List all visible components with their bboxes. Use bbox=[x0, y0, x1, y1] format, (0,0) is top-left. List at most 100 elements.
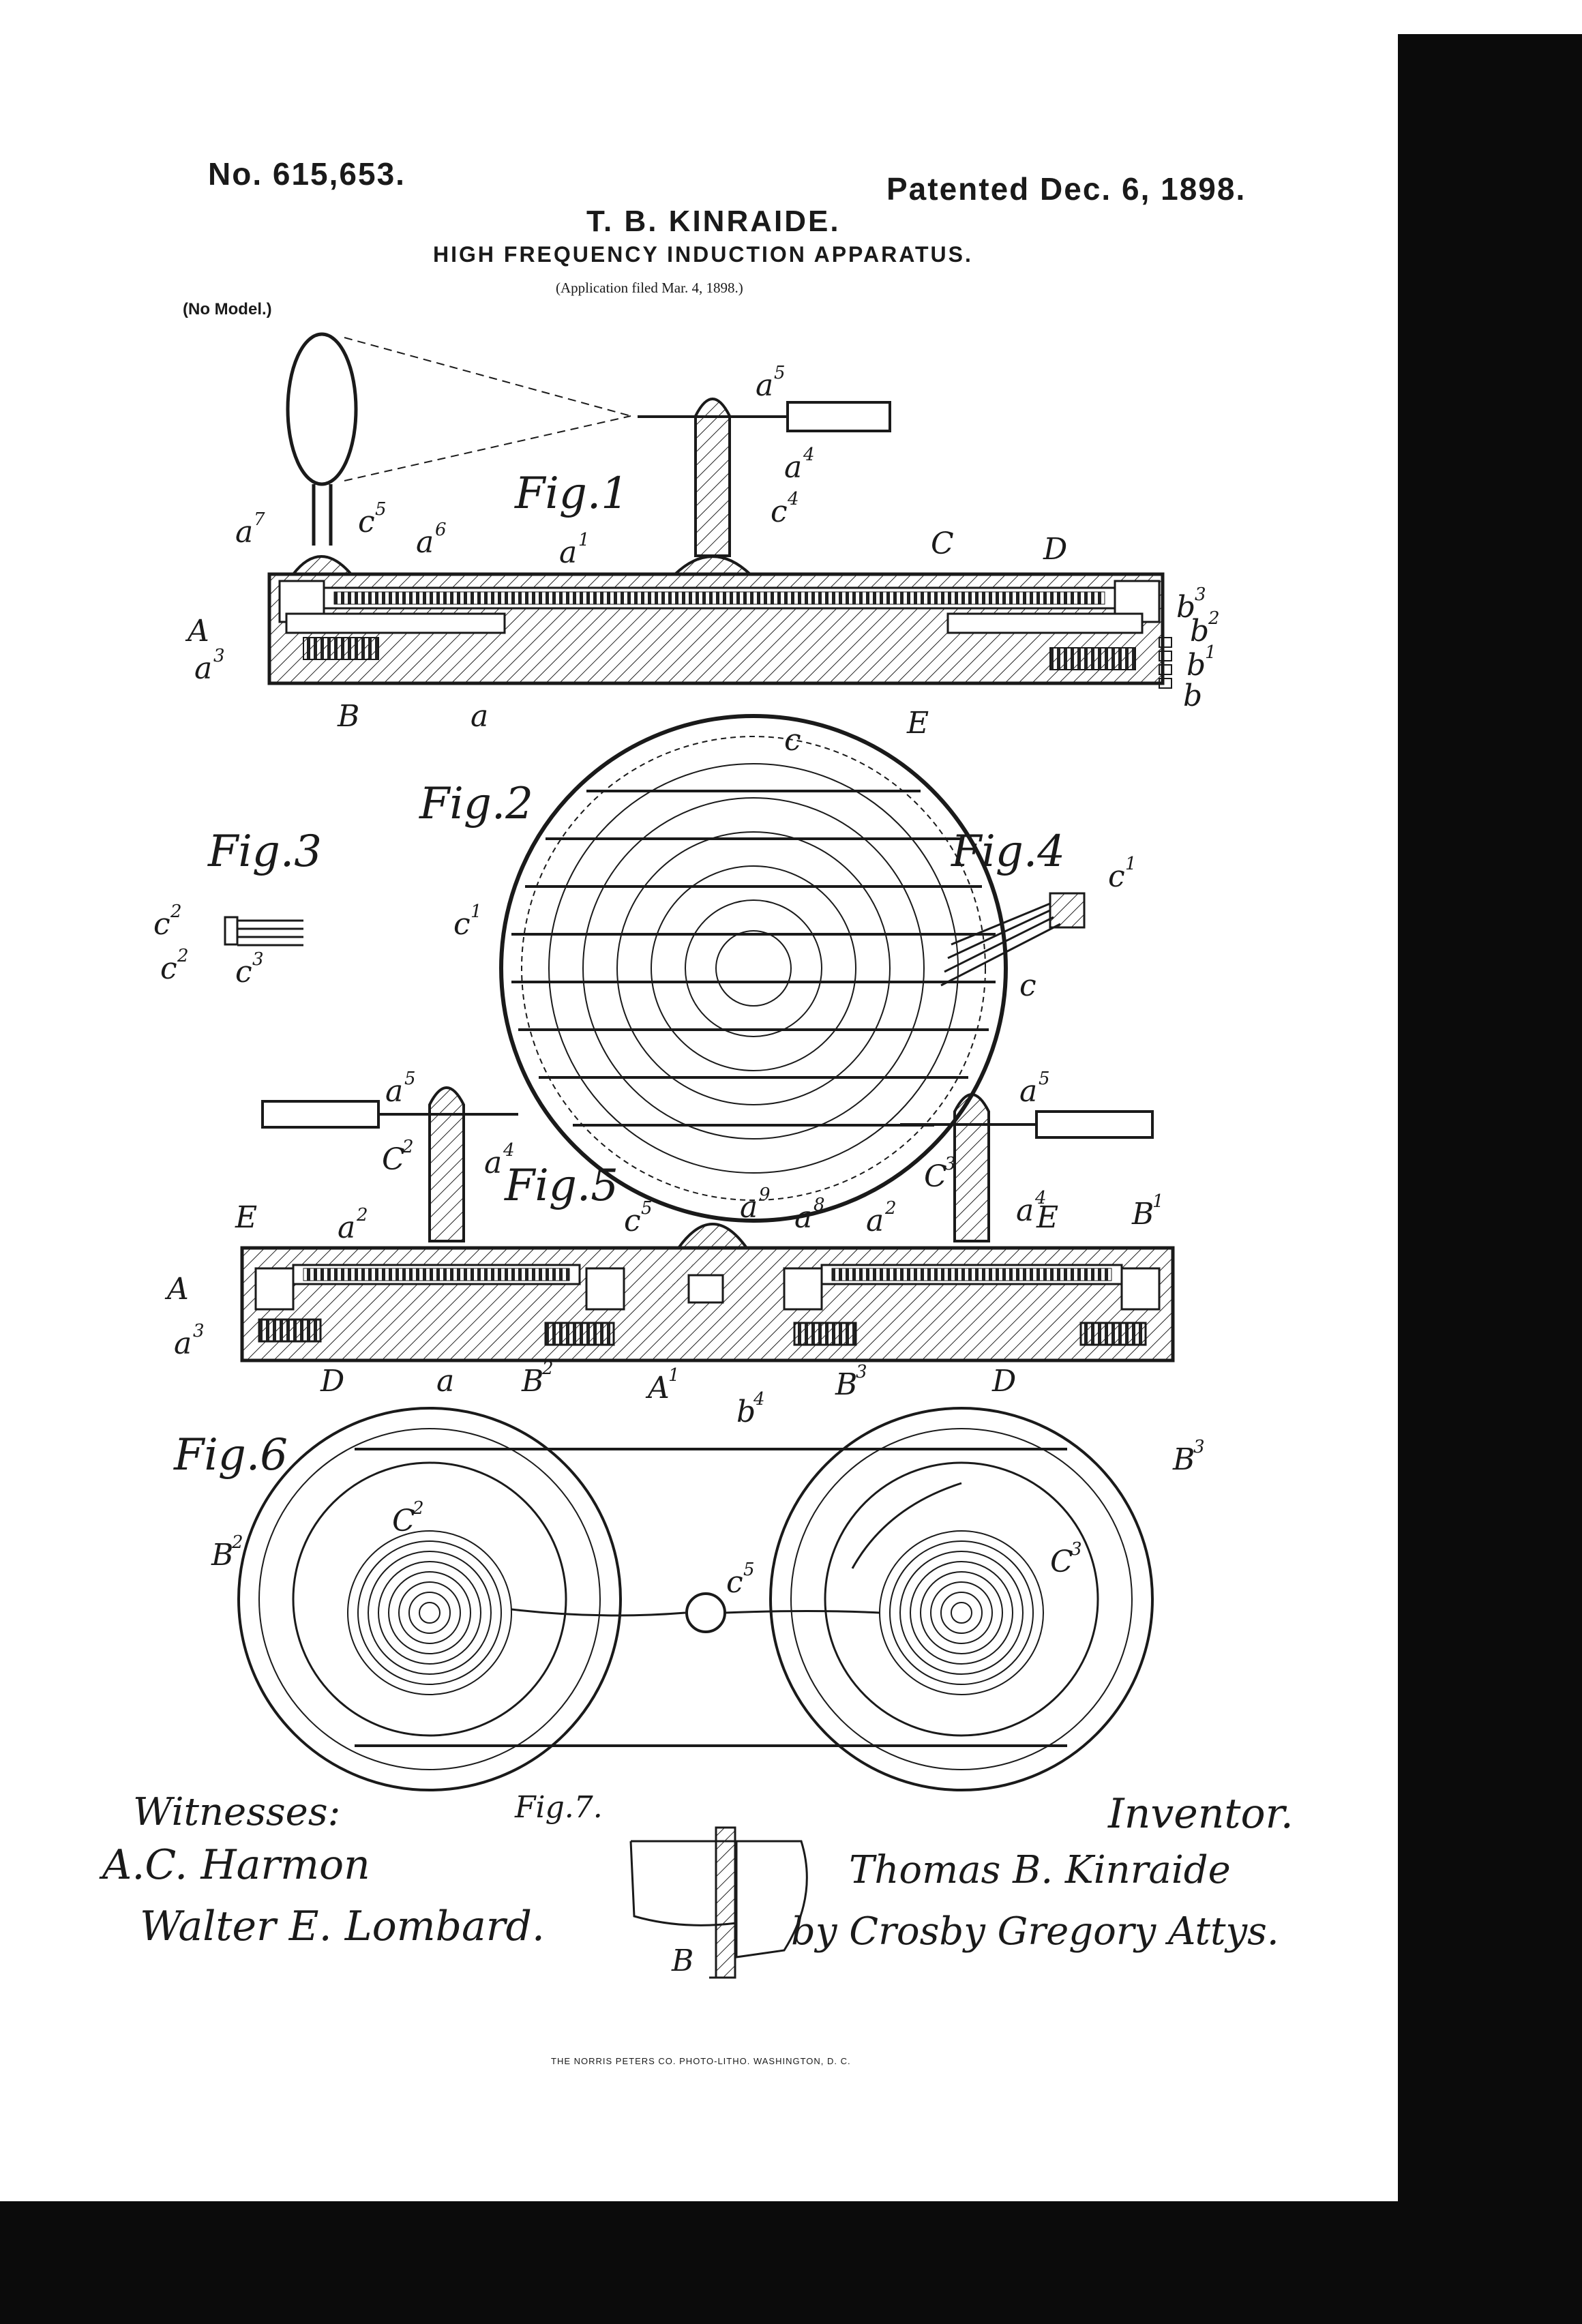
printer-credit: THE NORRIS PETERS CO. PHOTO-LITHO. WASHI… bbox=[551, 2056, 851, 2066]
attorneys-signature: by Crosby Gregory Attys. bbox=[791, 1909, 1279, 1954]
inventor-heading: T. B. KINRAIDE. bbox=[586, 205, 841, 238]
svg-text:8: 8 bbox=[814, 1195, 825, 1215]
svg-text:3: 3 bbox=[1071, 1539, 1082, 1560]
svg-text:E: E bbox=[906, 706, 929, 741]
witness-signature-1: A.C. Harmon bbox=[102, 1841, 370, 1889]
svg-text:a: a bbox=[559, 535, 577, 570]
svg-text:3: 3 bbox=[213, 646, 225, 666]
fig1-label: Fig.1 bbox=[514, 468, 629, 519]
svg-text:A: A bbox=[164, 1272, 189, 1307]
patent-number: No. 615,653. bbox=[208, 156, 406, 192]
svg-text:2: 2 bbox=[1208, 608, 1220, 629]
svg-text:5: 5 bbox=[1039, 1069, 1050, 1089]
svg-text:3: 3 bbox=[252, 949, 264, 970]
svg-text:a: a bbox=[740, 1190, 758, 1225]
svg-text:a: a bbox=[1016, 1193, 1034, 1228]
svg-text:C: C bbox=[924, 1159, 947, 1194]
svg-text:c: c bbox=[624, 1204, 641, 1238]
svg-text:a: a bbox=[174, 1326, 192, 1361]
fig4-label: Fig.4 bbox=[951, 826, 1065, 877]
svg-text:c: c bbox=[453, 907, 471, 942]
svg-text:4: 4 bbox=[1034, 1188, 1047, 1208]
figure-7-labels: B bbox=[671, 1943, 693, 1978]
svg-text:a: a bbox=[484, 1146, 502, 1180]
svg-text:4: 4 bbox=[753, 1389, 765, 1410]
svg-text:D: D bbox=[320, 1364, 344, 1399]
svg-text:3: 3 bbox=[1195, 584, 1206, 605]
scan-border-bottom bbox=[0, 2201, 1418, 2324]
svg-text:E: E bbox=[235, 1200, 257, 1235]
svg-text:5: 5 bbox=[743, 1560, 755, 1580]
witness-signature-2: Walter E. Lombard. bbox=[140, 1903, 545, 1950]
svg-text:a: a bbox=[756, 368, 773, 403]
svg-text:D: D bbox=[991, 1364, 1016, 1399]
svg-text:B: B bbox=[1172, 1442, 1195, 1477]
svg-text:c: c bbox=[153, 907, 170, 942]
svg-text:1: 1 bbox=[1125, 854, 1137, 874]
svg-text:2: 2 bbox=[402, 1137, 414, 1157]
inventor-label: Inventor. bbox=[1108, 1790, 1294, 1838]
svg-text:c: c bbox=[235, 955, 252, 989]
svg-text:4: 4 bbox=[503, 1140, 515, 1161]
svg-text:b: b bbox=[736, 1395, 756, 1429]
svg-text:2: 2 bbox=[231, 1532, 243, 1553]
svg-text:C: C bbox=[392, 1504, 415, 1538]
svg-text:2: 2 bbox=[170, 902, 182, 922]
svg-text:3: 3 bbox=[944, 1154, 956, 1174]
svg-text:a: a bbox=[194, 651, 212, 686]
model-note: (No Model.) bbox=[183, 300, 272, 318]
svg-text:b: b bbox=[1176, 590, 1195, 625]
figure-2 bbox=[499, 714, 1008, 1223]
svg-text:a: a bbox=[794, 1200, 812, 1235]
svg-text:b: b bbox=[1183, 679, 1202, 713]
svg-text:B: B bbox=[1131, 1197, 1154, 1232]
inventor-signature: Thomas B. Kinraide bbox=[849, 1848, 1231, 1892]
figure-5 bbox=[240, 1086, 1175, 1362]
figure-6 bbox=[237, 1407, 1154, 1791]
figure-1 bbox=[267, 332, 1172, 689]
figure-7 bbox=[629, 1826, 808, 1979]
fig7-label: Fig.7. bbox=[515, 1790, 603, 1825]
svg-text:B: B bbox=[835, 1367, 857, 1402]
svg-text:A: A bbox=[645, 1371, 670, 1405]
svg-text:a: a bbox=[471, 699, 488, 734]
fig1-handle bbox=[786, 401, 891, 432]
svg-text:c: c bbox=[160, 951, 177, 986]
svg-text:C: C bbox=[382, 1142, 405, 1177]
svg-text:c: c bbox=[726, 1565, 743, 1600]
svg-text:c: c bbox=[358, 505, 375, 539]
application-date: (Application filed Mar. 4, 1898.) bbox=[556, 280, 743, 296]
svg-text:b: b bbox=[1190, 614, 1209, 649]
svg-text:C: C bbox=[1050, 1545, 1073, 1579]
svg-text:3: 3 bbox=[1193, 1437, 1205, 1457]
svg-text:a: a bbox=[235, 515, 253, 550]
svg-text:4: 4 bbox=[787, 489, 799, 509]
svg-text:1: 1 bbox=[578, 530, 590, 550]
patent-title: HIGH FREQUENCY INDUCTION APPARATUS. bbox=[433, 242, 973, 267]
svg-text:a: a bbox=[1019, 1074, 1037, 1109]
svg-text:b: b bbox=[1186, 648, 1206, 683]
witnesses-label: Witnesses: bbox=[133, 1790, 341, 1834]
fig5-label: Fig.5 bbox=[504, 1161, 618, 1211]
svg-text:c: c bbox=[784, 723, 801, 758]
svg-text:7: 7 bbox=[254, 509, 265, 530]
patent-date: Patented Dec. 6, 1898. bbox=[886, 171, 1247, 207]
svg-text:a: a bbox=[385, 1074, 403, 1109]
svg-text:3: 3 bbox=[856, 1362, 867, 1382]
svg-text:6: 6 bbox=[435, 520, 447, 540]
svg-text:2: 2 bbox=[356, 1205, 368, 1225]
svg-text:5: 5 bbox=[774, 363, 786, 383]
svg-text:A: A bbox=[185, 614, 209, 649]
svg-text:5: 5 bbox=[404, 1069, 416, 1089]
svg-text:9: 9 bbox=[759, 1185, 771, 1205]
svg-text:3: 3 bbox=[193, 1321, 205, 1341]
figure-3 bbox=[224, 916, 303, 947]
svg-text:a: a bbox=[416, 525, 434, 560]
svg-text:5: 5 bbox=[641, 1198, 653, 1219]
svg-text:1: 1 bbox=[1152, 1191, 1164, 1212]
svg-text:1: 1 bbox=[1205, 642, 1217, 663]
